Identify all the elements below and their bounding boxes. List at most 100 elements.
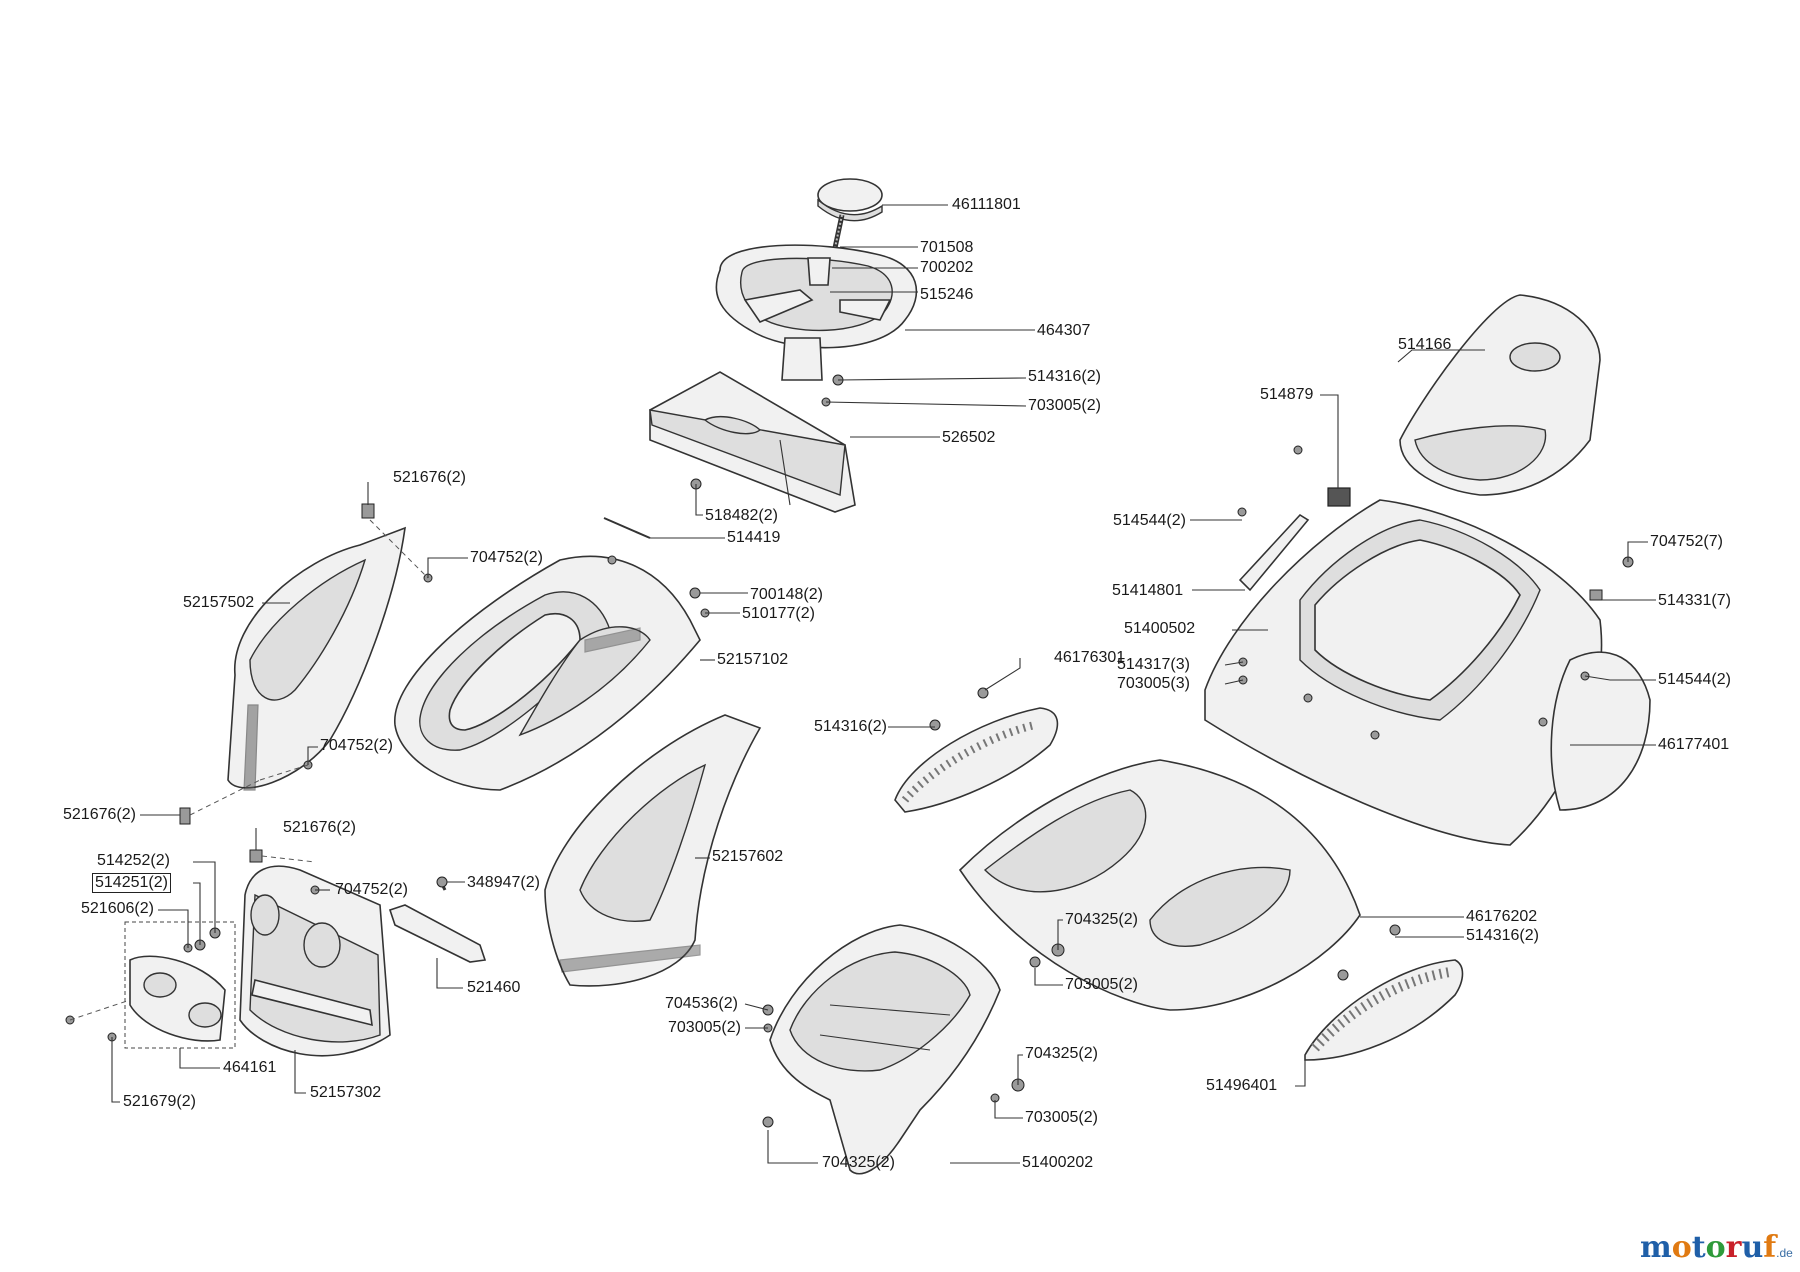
label-514316-right: 514316(2) xyxy=(1466,927,1539,944)
side-panel-52157502 xyxy=(227,526,406,791)
headlight-464161 xyxy=(129,955,226,1042)
label-526502: 526502 xyxy=(942,429,996,446)
screw-hood xyxy=(607,555,617,565)
footrest-46176301 xyxy=(894,707,1059,813)
label-704752-d: 704752(7) xyxy=(1650,533,1723,550)
label-348947: 348947(2) xyxy=(467,874,540,891)
leader-lines xyxy=(111,204,1656,1164)
front-bumper-52157302 xyxy=(239,865,391,1057)
label-700148: 700148(2) xyxy=(750,586,823,603)
brand-letter: m xyxy=(1640,1230,1672,1265)
label-703005-c: 703005(2) xyxy=(1025,1109,1098,1126)
label-464307: 464307 xyxy=(1037,322,1091,339)
steering-cap xyxy=(817,178,883,222)
label-514252: 514252(2) xyxy=(97,852,170,869)
label-514166: 514166 xyxy=(1398,336,1452,353)
brand-letter: f xyxy=(1763,1230,1777,1265)
washer-703005-a xyxy=(1029,956,1041,968)
brand-letter: o xyxy=(1671,1230,1692,1265)
label-703005-top: 703005(2) xyxy=(1028,397,1101,414)
steering-wheel xyxy=(715,244,918,381)
label-514316-top: 514316(2) xyxy=(1028,368,1101,385)
brand-logo: motoruf.de xyxy=(1640,1230,1793,1265)
label-51400202: 51400202 xyxy=(1022,1154,1094,1171)
label-51496401: 51496401 xyxy=(1206,1077,1278,1094)
screw-514316-b xyxy=(929,719,941,731)
label-52157302: 52157302 xyxy=(310,1084,382,1101)
body-screw-a xyxy=(1303,693,1313,703)
seat-514166 xyxy=(1399,294,1601,496)
label-704325-c: 704325(2) xyxy=(822,1154,895,1171)
brand-letter: r xyxy=(1725,1230,1742,1265)
screw-514316-c xyxy=(977,687,989,699)
switch-514879 xyxy=(1327,487,1351,507)
label-704752-a: 704752(2) xyxy=(470,549,543,566)
label-521606: 521606(2) xyxy=(81,900,154,917)
label-704752-c: 704752(2) xyxy=(335,881,408,898)
clip-521676-top xyxy=(361,503,375,519)
screw-514544-d xyxy=(1538,717,1548,727)
label-521676-b: 521676(2) xyxy=(63,806,136,823)
label-521676-a: 521676(2) xyxy=(393,469,466,486)
label-514251: 514251(2) xyxy=(92,873,171,893)
brand-letters: motoruf xyxy=(1640,1230,1776,1265)
washer-700148 xyxy=(689,587,701,599)
brand-suffix: .de xyxy=(1776,1246,1793,1260)
label-514316-left: 514316(2) xyxy=(814,718,887,735)
label-46176202: 46176202 xyxy=(1466,908,1538,925)
screw-514544-b xyxy=(1237,507,1247,517)
label-510177: 510177(2) xyxy=(742,605,815,622)
label-51400502: 51400502 xyxy=(1124,620,1196,637)
body-screw-b xyxy=(1370,730,1380,740)
clip-521676-bottom xyxy=(179,807,191,825)
side-panel-52157602 xyxy=(544,714,762,987)
clip-521676-c xyxy=(249,849,263,863)
label-701508: 701508 xyxy=(920,239,974,256)
label-704752-b: 704752(2) xyxy=(320,737,393,754)
brand-letter: u xyxy=(1741,1230,1764,1265)
label-703005-mid: 703005(3) xyxy=(1117,675,1190,692)
label-514879: 514879 xyxy=(1260,386,1314,403)
label-514317: 514317(3) xyxy=(1117,656,1190,673)
label-52157102: 52157102 xyxy=(717,651,789,668)
screw-514544-a xyxy=(1293,445,1303,455)
bracket-51414801 xyxy=(1238,513,1310,592)
rear-body-51400502 xyxy=(1204,499,1651,846)
label-704325-b: 704325(2) xyxy=(1025,1045,1098,1062)
brand-letter: t xyxy=(1691,1230,1706,1265)
label-52157502: 52157502 xyxy=(183,594,255,611)
label-703005-a: 703005(2) xyxy=(1065,976,1138,993)
label-521679: 521679(2) xyxy=(123,1093,196,1110)
label-514544-b: 514544(2) xyxy=(1658,671,1731,688)
label-518482: 518482(2) xyxy=(705,507,778,524)
nut-514331 xyxy=(1589,589,1603,601)
hood-strip-514419 xyxy=(603,517,651,539)
floor-pan-46176202 xyxy=(958,759,1361,1011)
screw-514316-e xyxy=(1337,969,1349,981)
brand-letter: o xyxy=(1705,1230,1726,1265)
label-521676-c: 521676(2) xyxy=(283,819,356,836)
label-704536: 704536(2) xyxy=(665,995,738,1012)
label-704325-a: 704325(2) xyxy=(1065,911,1138,928)
dashboard-panel xyxy=(649,371,856,513)
label-51414801: 51414801 xyxy=(1112,582,1184,599)
label-703005-b: 703005(2) xyxy=(668,1019,741,1036)
label-46177401: 46177401 xyxy=(1658,736,1730,753)
label-521460: 521460 xyxy=(467,979,521,996)
hood-52157102 xyxy=(394,555,701,791)
label-514331: 514331(7) xyxy=(1658,592,1731,609)
label-514544-a: 514544(2) xyxy=(1113,512,1186,529)
label-515246: 515246 xyxy=(920,286,974,303)
footrest-51496401 xyxy=(1304,959,1464,1061)
label-46111801: 46111801 xyxy=(952,196,1021,213)
label-46176301: 46176301 xyxy=(1054,649,1126,666)
label-514419: 514419 xyxy=(727,529,781,546)
label-52157602: 52157602 xyxy=(712,848,784,865)
screw-348947 xyxy=(436,876,448,888)
bolt-704325-c xyxy=(762,1116,774,1128)
screw-514316-d xyxy=(1389,924,1401,936)
label-464161: 464161 xyxy=(223,1059,277,1076)
front-cowl-51400202 xyxy=(769,924,1001,1175)
label-700202: 700202 xyxy=(920,259,974,276)
